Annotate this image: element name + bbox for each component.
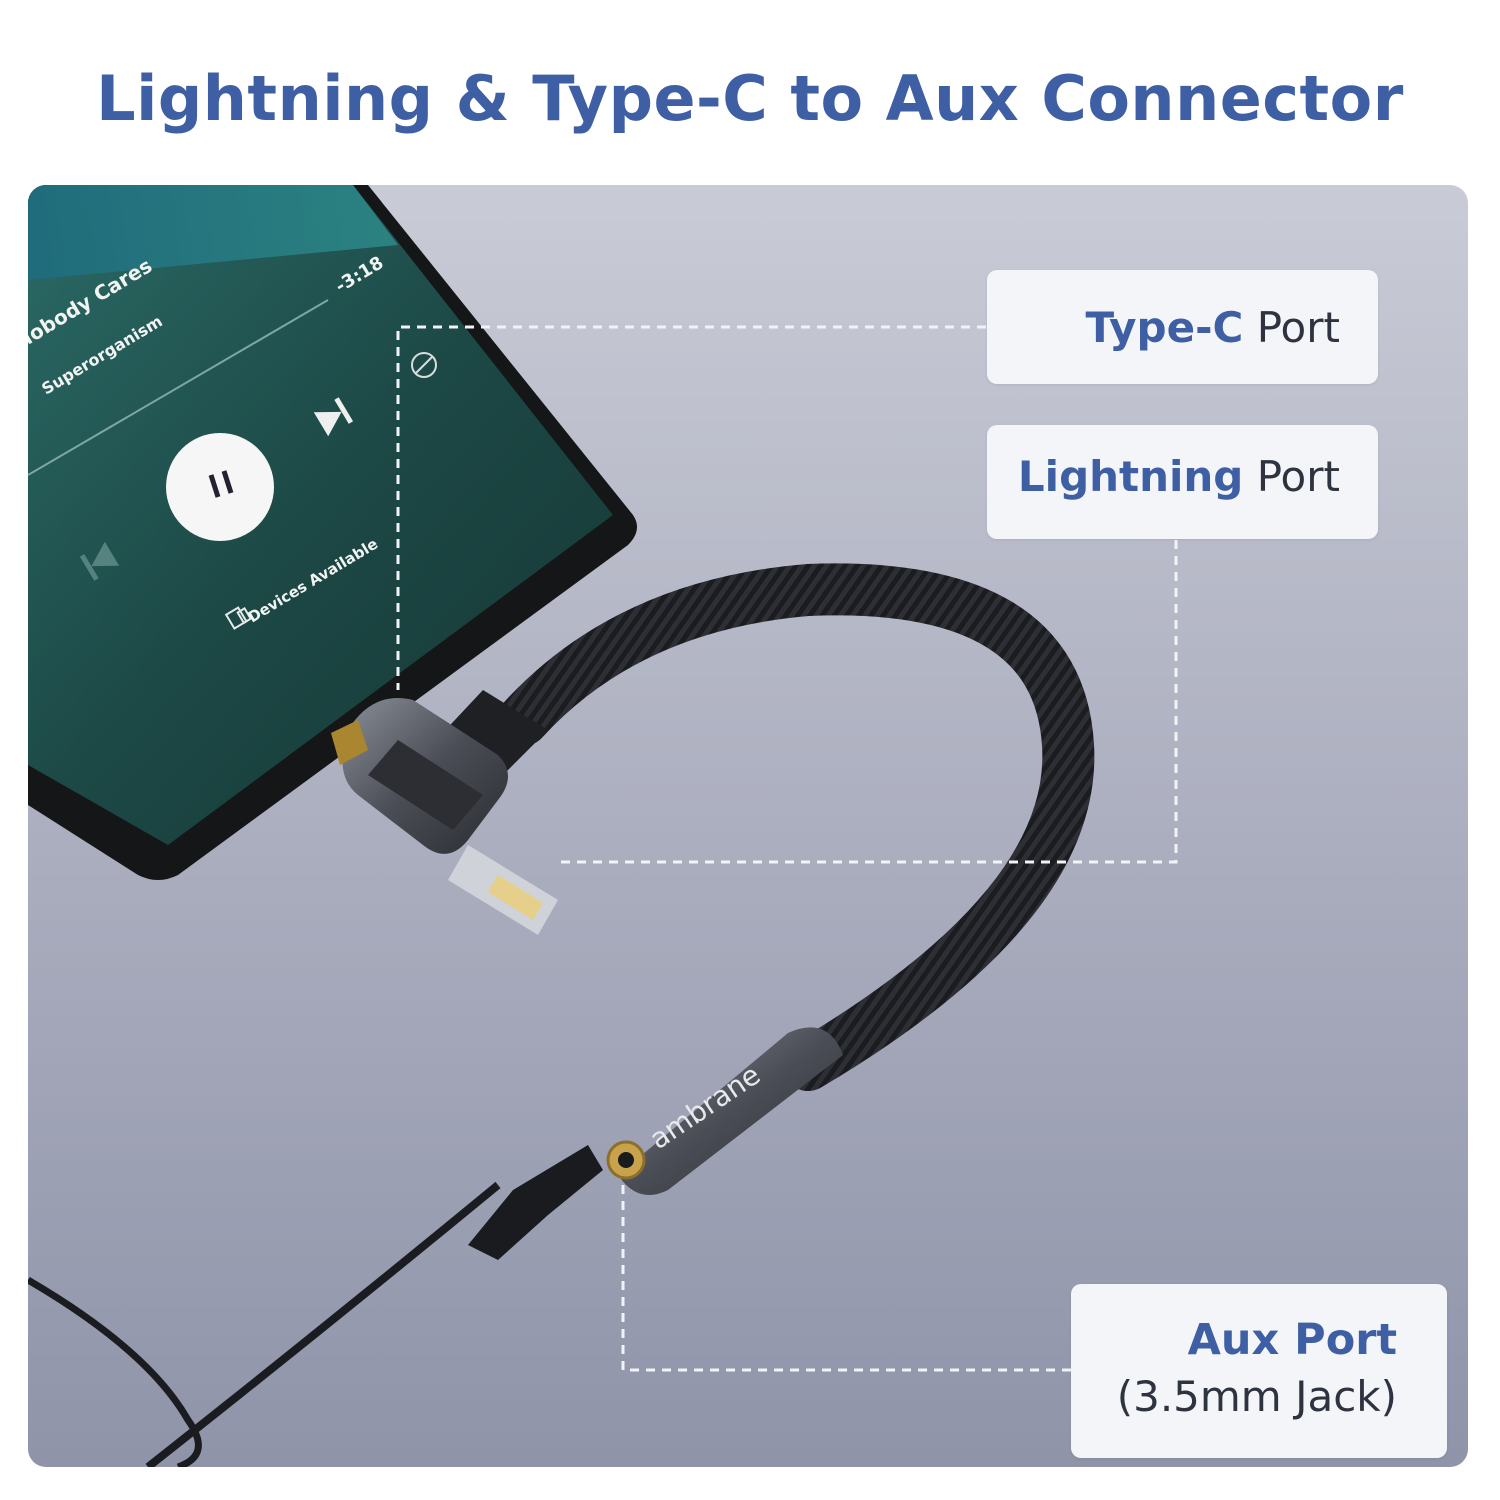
typec-label-highlight: Type-C	[1085, 303, 1244, 352]
next-track-icon[interactable]	[313, 397, 354, 437]
lightning-label-rest: Port	[1243, 452, 1340, 501]
leader-lines	[396, 325, 1178, 1372]
product-photo-panel: lobody Cares Superorganism -3:18	[28, 185, 1468, 1467]
aux-leader-line	[621, 1185, 1071, 1372]
aux-port-label: Aux Port (3.5mm Jack)	[1071, 1284, 1447, 1458]
lightning-typec-connector	[331, 690, 558, 935]
typec-label-rest: Port	[1243, 303, 1340, 352]
braided-cable	[497, 563, 1095, 1091]
aux-jack-connector: ambrane	[468, 1027, 843, 1260]
page-title: Lightning & Type-C to Aux Connector	[96, 62, 1404, 135]
lightning-port-label: Lightning Port	[987, 425, 1378, 539]
aux-cable	[145, 1181, 501, 1467]
no-entry-icon	[411, 352, 437, 378]
lightning-label-highlight: Lightning	[1017, 452, 1244, 501]
typec-port-label: Type-C Port	[987, 270, 1378, 384]
aux-label-rest: (3.5mm Jack)	[1116, 1372, 1397, 1421]
devices-icon	[224, 606, 253, 630]
smartphone: lobody Cares Superorganism -3:18	[28, 185, 637, 880]
previous-track-icon[interactable]	[79, 541, 120, 581]
product-photo: lobody Cares Superorganism -3:18	[28, 185, 1178, 1467]
aux-label-highlight: Aux Port	[1187, 1315, 1397, 1365]
typec-leader-line	[396, 325, 986, 690]
aux-cable-loop	[28, 1276, 202, 1467]
pause-icon[interactable]	[166, 433, 274, 541]
lightning-leader-line	[558, 540, 1178, 864]
